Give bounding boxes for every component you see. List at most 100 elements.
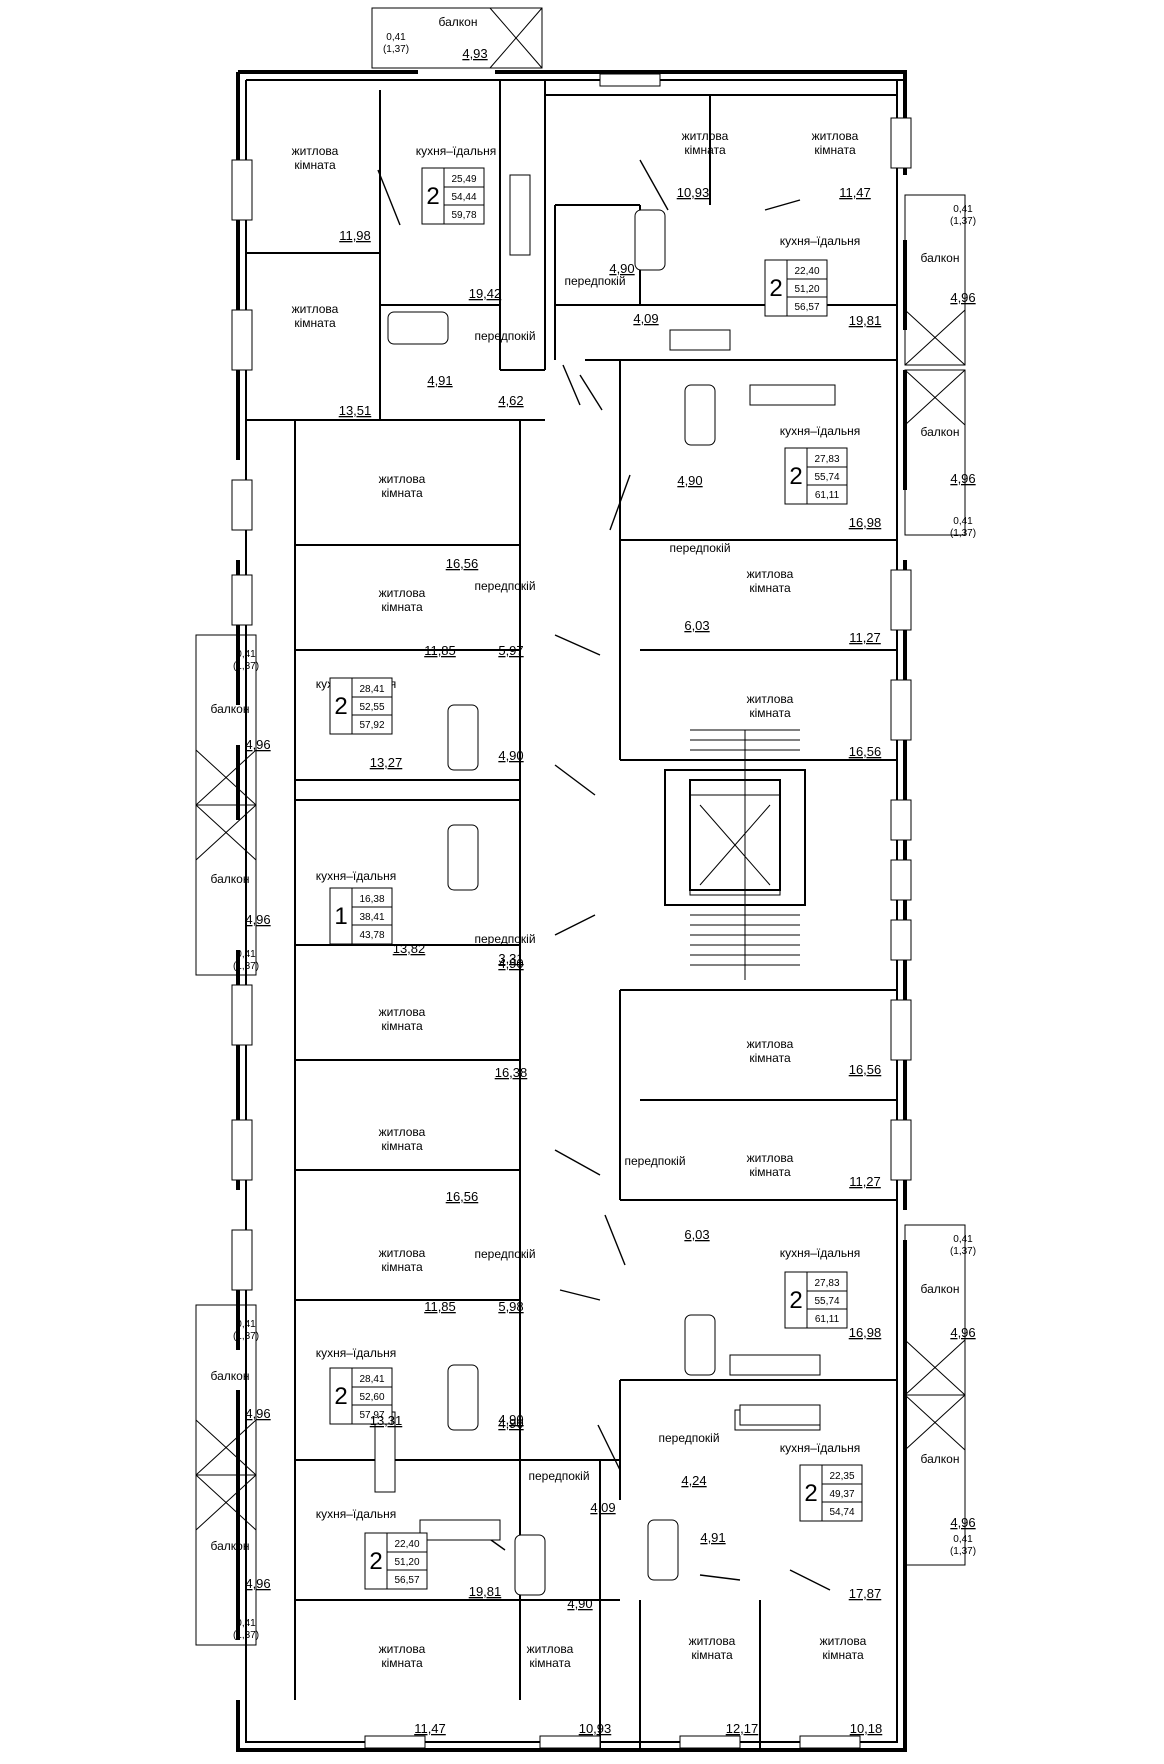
area-value: 13,82 xyxy=(393,941,426,956)
living-room-label-line2: кімната xyxy=(814,143,856,157)
living-room-label-line2: кімната xyxy=(691,1648,733,1662)
apartment-living-area: 27,83 xyxy=(814,1278,839,1289)
hall-label: передпокій xyxy=(658,1431,719,1445)
balcony-label: балкон xyxy=(211,1369,250,1383)
living-room-label-line1: житлова xyxy=(379,472,426,486)
living-room-label-line1: житлова xyxy=(379,1246,426,1260)
area-value: 11,85 xyxy=(424,1299,456,1314)
apartment-gross-area: 61,11 xyxy=(815,1314,840,1325)
apartment-room-count: 2 xyxy=(769,275,782,302)
hall-label: передпокій xyxy=(669,541,730,555)
balcony-ratio-paren: (1,37) xyxy=(950,1546,976,1557)
apartment-area-box xyxy=(806,1271,848,1329)
apartment-total-area: 55,74 xyxy=(814,1296,839,1307)
balcony-ratio-value: 0,41 xyxy=(953,1534,973,1545)
area-value: 3,31 xyxy=(498,951,523,966)
living-room-label-line2: кімната xyxy=(294,316,336,330)
balcony-ratios: 0,41(1,37)0,41(1,37)0,41(1,37)0,41(1,37)… xyxy=(233,32,976,1641)
balcony-ratio-value: 0,41 xyxy=(236,649,256,660)
apartment-living-area: 22,35 xyxy=(829,1471,854,1482)
area-value: 16,56 xyxy=(446,556,479,571)
balcony-ratio-note: 0,41(1,37) xyxy=(950,204,976,227)
balcony-ratio-value: 0,41 xyxy=(236,1319,256,1330)
apartment-total-area: 51,20 xyxy=(794,284,819,295)
doors xyxy=(377,159,831,1591)
area-value: 4,96 xyxy=(950,471,975,486)
area-value: 16,56 xyxy=(849,744,882,759)
balcony-label: балкон xyxy=(439,15,478,29)
hall-label: передпокій xyxy=(474,329,535,343)
apartment-room-count: 1 xyxy=(334,903,347,930)
area-value: 10,93 xyxy=(677,185,710,200)
kitchen-label: кухня–їдальня xyxy=(780,1441,861,1455)
balcony-ratio-note: 0,41(1,37) xyxy=(950,516,976,539)
living-room-label-line2: кімната xyxy=(749,1051,791,1065)
apartment-area-box xyxy=(351,1367,393,1425)
stair-core xyxy=(689,729,800,980)
apartment-gross-area: 57,97 xyxy=(359,1410,384,1421)
balcony-ratio-paren: (1,37) xyxy=(950,216,976,227)
area-value: 10,93 xyxy=(579,1721,612,1736)
apartment-living-area: 27,83 xyxy=(814,454,839,465)
balcony-label: балкон xyxy=(921,251,960,265)
area-value: 4,91 xyxy=(427,373,452,388)
area-value: 17,87 xyxy=(849,1586,882,1601)
area-value: 4,96 xyxy=(950,1325,975,1340)
living-room-label-line2: кімната xyxy=(381,1260,423,1274)
apartment-total-area: 52,55 xyxy=(359,702,384,713)
hall-label: передпокій xyxy=(474,1247,535,1261)
area-value: 4,90 xyxy=(609,261,634,276)
area-value: 4,96 xyxy=(950,1515,975,1530)
living-room-label-line2: кімната xyxy=(294,158,336,172)
apartment-room-count: 2 xyxy=(369,1548,382,1575)
area-value: 4,96 xyxy=(245,737,270,752)
area-value: 16,56 xyxy=(849,1062,882,1077)
living-room-label-line1: житлова xyxy=(292,302,339,316)
living-room-label-line2: кімната xyxy=(749,1165,791,1179)
area-value: 13,27 xyxy=(370,755,403,770)
balcony-ratio-note: 0,41(1,37) xyxy=(233,1618,259,1641)
balcony-ratio-paren: (1,37) xyxy=(233,961,259,972)
living-room-label-line2: кімната xyxy=(381,1139,423,1153)
area-value: 4,90 xyxy=(498,1416,523,1431)
balcony-label: балкон xyxy=(211,702,250,716)
apartment-summaries: 225,4954,4459,78222,4051,2056,57227,8355… xyxy=(329,167,863,1590)
living-room-label-line2: кімната xyxy=(381,600,423,614)
kitchen-label: кухня–їдальня xyxy=(316,1346,397,1360)
balcony-ratio-value: 0,41 xyxy=(953,516,973,527)
apartment-gross-area: 56,57 xyxy=(794,302,819,313)
living-room-label-line2: кімната xyxy=(381,1019,423,1033)
living-room-label-line1: житлова xyxy=(747,692,794,706)
balcony-ratio-note: 0,41(1,37) xyxy=(233,649,259,672)
balcony-ratio-value: 0,41 xyxy=(953,1234,973,1245)
living-room-label-line1: житлова xyxy=(820,1634,867,1648)
area-value: 4,93 xyxy=(462,46,487,61)
apartment-total-area: 54,44 xyxy=(451,192,476,203)
balcony-ratio-paren: (1,37) xyxy=(233,661,259,672)
balcony-label: балкон xyxy=(211,872,250,886)
area-value: 19,81 xyxy=(469,1584,502,1599)
balcony-ratio-paren: (1,37) xyxy=(233,1331,259,1342)
area-value: 11,47 xyxy=(839,185,871,200)
area-value: 4,90 xyxy=(677,473,702,488)
area-value: 4,62 xyxy=(498,393,523,408)
apartment-room-count: 2 xyxy=(804,1480,817,1507)
area-value: 4,96 xyxy=(245,1406,270,1421)
apartment-total-area: 49,37 xyxy=(829,1489,854,1500)
kitchen-label: кухня–їдальня xyxy=(780,424,861,438)
balcony-ratio-note: 0,41(1,37) xyxy=(383,32,409,55)
living-room-label-line1: житлова xyxy=(747,1151,794,1165)
